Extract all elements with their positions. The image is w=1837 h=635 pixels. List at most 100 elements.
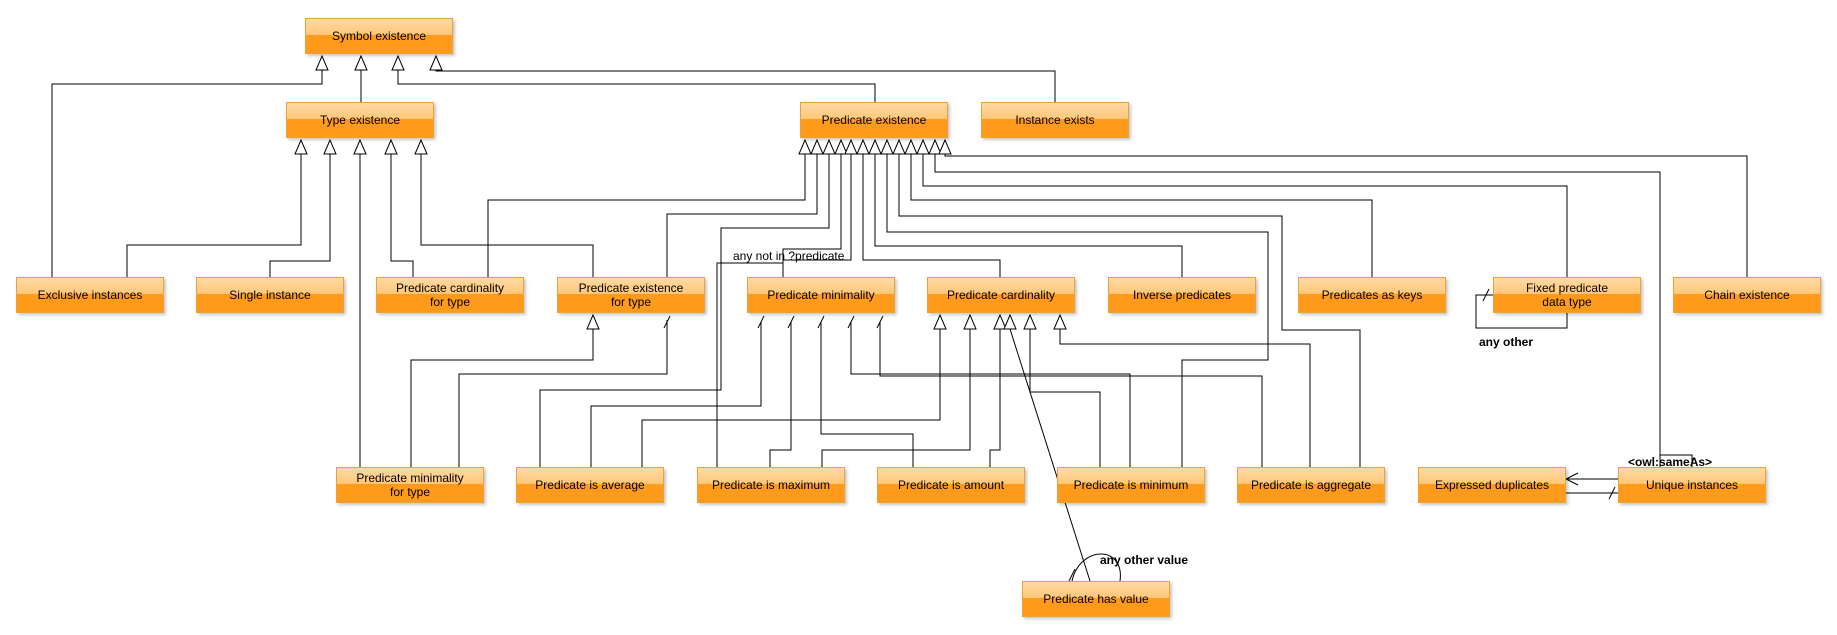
edge-singleinst-to-type	[269, 154, 331, 277]
tick-mark	[876, 315, 884, 329]
node-chain-existence[interactable]: Chain existence	[1673, 277, 1821, 313]
arrow-head	[868, 138, 882, 155]
tick-mark	[663, 315, 671, 329]
node-label: Predicate existence	[821, 113, 927, 127]
node-predicates-as-keys[interactable]: Predicates as keys	[1298, 277, 1446, 313]
arrow-open	[1564, 472, 1579, 486]
node-label: Symbol existence	[331, 29, 427, 43]
node-predicate-is-maximum[interactable]: Predicate is maximum	[697, 467, 845, 503]
arrow-head	[1023, 313, 1037, 330]
node-label: Predicate is minimum	[1073, 478, 1189, 492]
edge-aggregate-to-minimality	[879, 322, 1263, 467]
tick-mark	[1068, 568, 1076, 582]
edge-minimum-to-minimality	[850, 322, 1131, 467]
arrow-head	[798, 138, 812, 155]
node-label: Instance exists	[1015, 113, 1095, 127]
edge-unique-to-pred	[934, 154, 1661, 467]
arrow-head	[810, 138, 824, 155]
arrow-head	[429, 54, 443, 71]
edge-chain-to-pred	[944, 154, 1748, 277]
node-label: Type existence	[319, 113, 401, 127]
node-label: Predicate is amount	[897, 478, 1005, 492]
edge-minimality-to-pred	[782, 154, 852, 277]
node-inverse-predicates[interactable]: Inverse predicates	[1108, 277, 1256, 313]
edge-label-owl-sameas: <owl:sameAs>	[1628, 455, 1713, 469]
node-label: Single instance	[229, 288, 311, 302]
node-label: Chain existence	[1704, 288, 1790, 302]
node-label: Exclusive instances	[37, 288, 143, 302]
tick-mark	[1482, 288, 1490, 302]
arrow-head	[315, 54, 329, 71]
node-expressed-duplicates[interactable]: Expressed duplicates	[1418, 467, 1566, 503]
edge-existfortype-to-pred	[666, 154, 818, 277]
edge-amount-to-card	[821, 329, 971, 467]
edge-label-any-not-in-predicate: any not in ?predicate	[733, 249, 845, 263]
edge-fixed-to-pred	[922, 154, 1568, 277]
edge-hasvalue-to-card	[1009, 328, 1091, 582]
edge-maximum-to-minimality	[769, 322, 792, 467]
arrow-head	[938, 138, 952, 155]
arrow-head	[933, 313, 947, 330]
arrow-head	[880, 138, 894, 155]
tick-mark	[847, 315, 855, 329]
edge-aggregate-to-card	[1059, 329, 1311, 467]
node-symbol-existence[interactable]: Symbol existence	[305, 18, 453, 54]
node-predicate-minimality[interactable]: Predicate minimality	[747, 277, 895, 313]
node-exclusive-instances[interactable]: Exclusive instances	[16, 277, 164, 313]
edge-predicate-to-symbol	[397, 70, 876, 102]
edge-cardfortype-to-type	[390, 154, 414, 277]
node-single-instance[interactable]: Single instance	[196, 277, 344, 313]
edge-minimum-to-card	[1029, 329, 1101, 467]
node-predicate-is-aggregate[interactable]: Predicate is aggregate	[1237, 467, 1385, 503]
node-label: Unique instances	[1645, 478, 1739, 492]
arrow-head	[963, 313, 977, 330]
edge-aggregate-to-pred	[898, 154, 1361, 467]
node-type-existence[interactable]: Type existence	[286, 102, 434, 138]
arrow-head	[822, 138, 836, 155]
arrow-head	[916, 138, 930, 155]
node-label: Predicates as keys	[1321, 288, 1423, 302]
node-predicate-has-value[interactable]: Predicate has value	[1022, 581, 1170, 617]
edge-maximum-to-pred	[716, 154, 842, 467]
node-predicate-is-minimum[interactable]: Predicate is minimum	[1057, 467, 1205, 503]
node-unique-instances[interactable]: Unique instances	[1618, 467, 1766, 503]
arrow-head	[353, 138, 367, 155]
arrow-head	[294, 138, 308, 155]
node-label: Predicate cardinality	[946, 288, 1056, 302]
node-label: Inverse predicates	[1132, 288, 1232, 302]
edge-hasvalue-self	[1071, 553, 1121, 582]
edge-average-to-card	[641, 329, 941, 467]
edge-cardinality-to-pred	[862, 154, 1001, 277]
node-label: Predicate is average	[535, 478, 645, 492]
arrow-head	[384, 138, 398, 155]
arrow-head	[391, 54, 405, 71]
tick-mark	[1608, 486, 1616, 500]
node-instance-exists[interactable]: Instance exists	[981, 102, 1129, 138]
tick-mark	[787, 315, 795, 329]
arrow-head	[1053, 313, 1067, 330]
arrow-head	[414, 138, 428, 155]
node-predicate-is-amount[interactable]: Predicate is amount	[877, 467, 1025, 503]
node-predicate-existence[interactable]: Predicate existence	[800, 102, 948, 138]
edge-keys-to-pred	[910, 154, 1373, 277]
edge-amount-to-minimality	[820, 322, 914, 467]
node-predicate-is-average[interactable]: Predicate is average	[516, 467, 664, 503]
tick-mark	[757, 315, 765, 329]
arrow-head	[323, 138, 337, 155]
node-label: Predicate has value	[1043, 592, 1149, 606]
arrow-head	[856, 138, 870, 155]
edge-minimum-to-pred	[886, 154, 1269, 467]
edge-cardfortype-to-pred	[487, 154, 806, 277]
edge-minfortype2-to-existfortype	[458, 320, 668, 467]
arrow-head	[1003, 313, 1017, 330]
edge-exclusive-to-symbol	[51, 70, 323, 277]
node-predicate-cardinality[interactable]: Predicate cardinality	[927, 277, 1075, 313]
